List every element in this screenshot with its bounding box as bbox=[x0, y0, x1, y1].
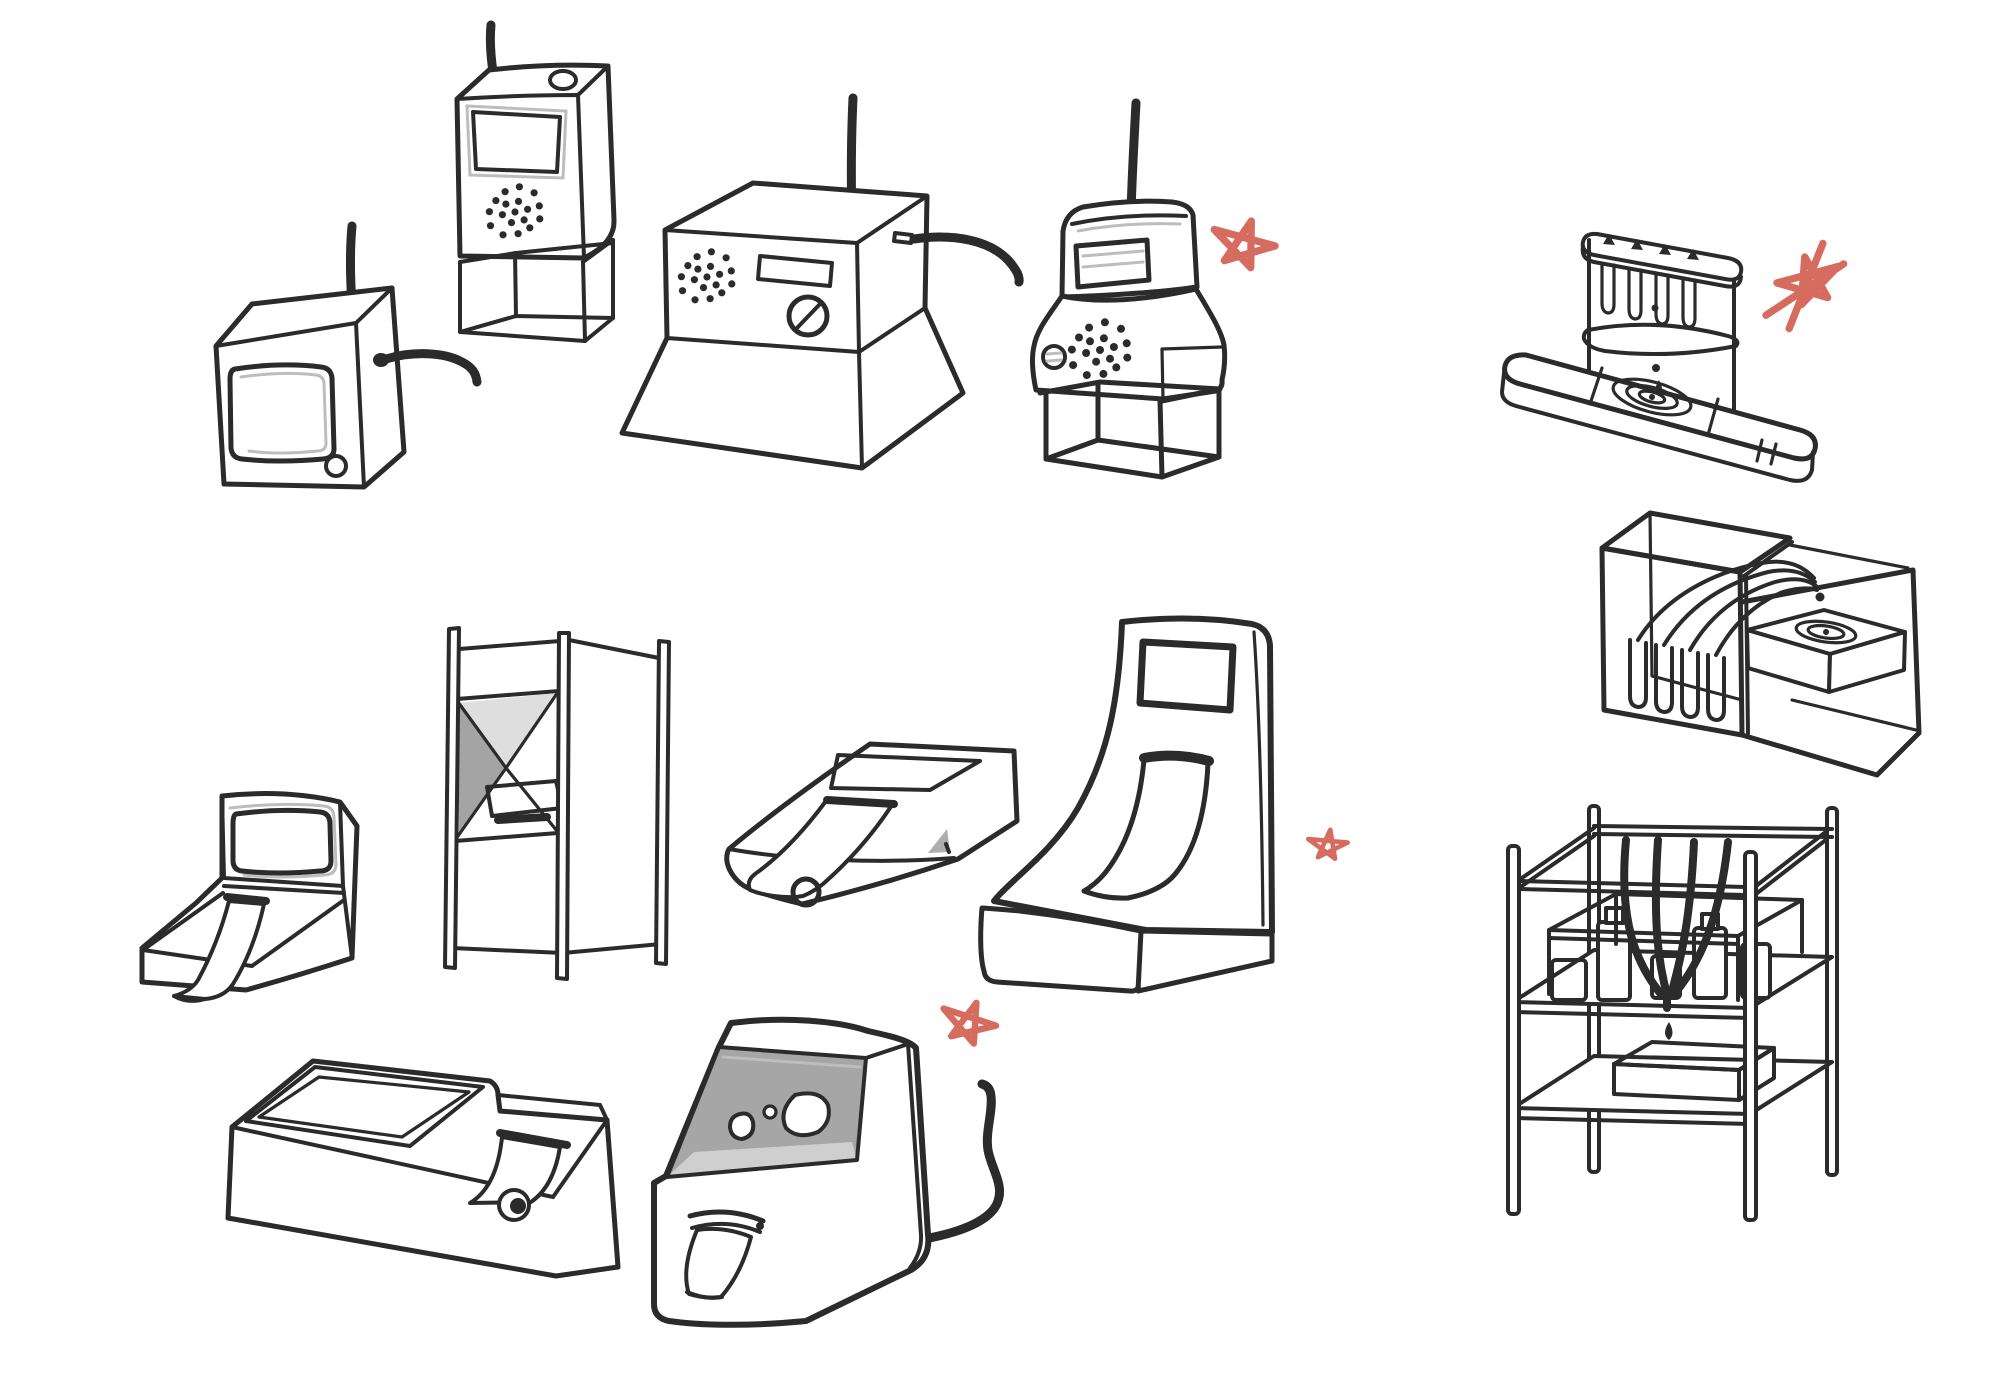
sketch-radio-on-pedestal-base bbox=[619, 93, 1024, 471]
star-doodles bbox=[940, 217, 1848, 1047]
tray-inner bbox=[257, 1075, 471, 1139]
slot bbox=[823, 796, 898, 808]
channel-top bbox=[1139, 750, 1214, 766]
slot bbox=[687, 1209, 766, 1224]
knob bbox=[324, 454, 348, 478]
sketch-kiosk-booth bbox=[443, 626, 671, 981]
sketch-hooded-machine-with-receipt-and-cord bbox=[651, 1016, 1004, 1328]
window-blob bbox=[728, 1111, 756, 1141]
tray-outer bbox=[244, 1065, 485, 1148]
base-slab bbox=[1500, 352, 1818, 483]
cord bbox=[909, 232, 1024, 287]
tube-caps bbox=[1603, 234, 1699, 260]
post bbox=[1825, 806, 1839, 1177]
receipt-strip bbox=[746, 799, 894, 900]
dial bbox=[786, 294, 830, 338]
wire-stand bbox=[458, 238, 615, 343]
hanging-tube-lines bbox=[1620, 836, 1732, 1012]
paper-roll bbox=[790, 876, 822, 908]
sketch-desk-terminal-with-receipt-ramp bbox=[139, 791, 360, 1003]
speaker-grille bbox=[1067, 318, 1132, 380]
wire-stand bbox=[1037, 379, 1223, 480]
pole bbox=[654, 639, 671, 966]
sketch-curved-kiosk-seat-with-screen bbox=[978, 615, 1275, 994]
star-doodle-icon bbox=[1210, 217, 1279, 272]
middle-shelf bbox=[1581, 322, 1740, 357]
star-doodle-icon bbox=[1305, 827, 1351, 861]
speaker-grille bbox=[677, 248, 736, 304]
sketch-tube-rack-on-elongated-base bbox=[1500, 231, 1818, 483]
slot bbox=[494, 813, 551, 824]
pole bbox=[555, 631, 571, 981]
window-blob bbox=[781, 1091, 831, 1138]
sketch-radio-unit-on-wire-stand bbox=[454, 20, 617, 343]
post bbox=[1506, 844, 1521, 1216]
jar bbox=[1550, 958, 1588, 1002]
sketch-flat-console-with-tray-and-receipt bbox=[225, 1058, 621, 1279]
screen bbox=[227, 362, 337, 464]
tray bbox=[485, 779, 564, 818]
star-doodle-icon bbox=[1762, 239, 1848, 333]
pole bbox=[443, 626, 461, 970]
antenna bbox=[1126, 98, 1141, 218]
sketch-speaker-head-unit-on-wire-stand bbox=[1030, 98, 1228, 480]
tube-lines bbox=[1636, 559, 1819, 657]
speaker-grille bbox=[485, 183, 544, 239]
cord bbox=[919, 1079, 1004, 1244]
screen bbox=[1136, 638, 1237, 714]
screen bbox=[829, 753, 982, 792]
small-knob bbox=[1041, 344, 1067, 370]
channel-left bbox=[1081, 757, 1147, 894]
cord bbox=[381, 349, 482, 387]
posts bbox=[1587, 238, 1736, 434]
slot bbox=[496, 1129, 571, 1149]
screen bbox=[471, 110, 562, 174]
post bbox=[1743, 850, 1758, 1222]
display bbox=[756, 254, 834, 288]
top-knob bbox=[548, 69, 578, 91]
slot bbox=[223, 893, 270, 905]
upper-tray bbox=[1580, 231, 1744, 282]
receipt-strip bbox=[468, 1135, 562, 1205]
sketch-wedge-printer-with-paper-roll bbox=[724, 741, 1020, 908]
sketch-lab-shelf-rack bbox=[1506, 804, 1839, 1222]
sketch-cube-monitor-with-antenna-and-cord bbox=[213, 221, 482, 490]
target-rings bbox=[1794, 619, 1858, 645]
star-doodle-icon bbox=[940, 999, 1000, 1047]
screen bbox=[230, 807, 334, 876]
platform-table bbox=[1745, 608, 1907, 694]
cord-port bbox=[892, 231, 914, 245]
channel-right bbox=[1125, 760, 1211, 901]
target-rings bbox=[1611, 377, 1693, 417]
drip bbox=[1665, 1022, 1673, 1040]
sketch-twin-chamber-wire-case-with-tubes bbox=[1599, 510, 1922, 778]
hanging-tubes bbox=[1628, 638, 1726, 722]
